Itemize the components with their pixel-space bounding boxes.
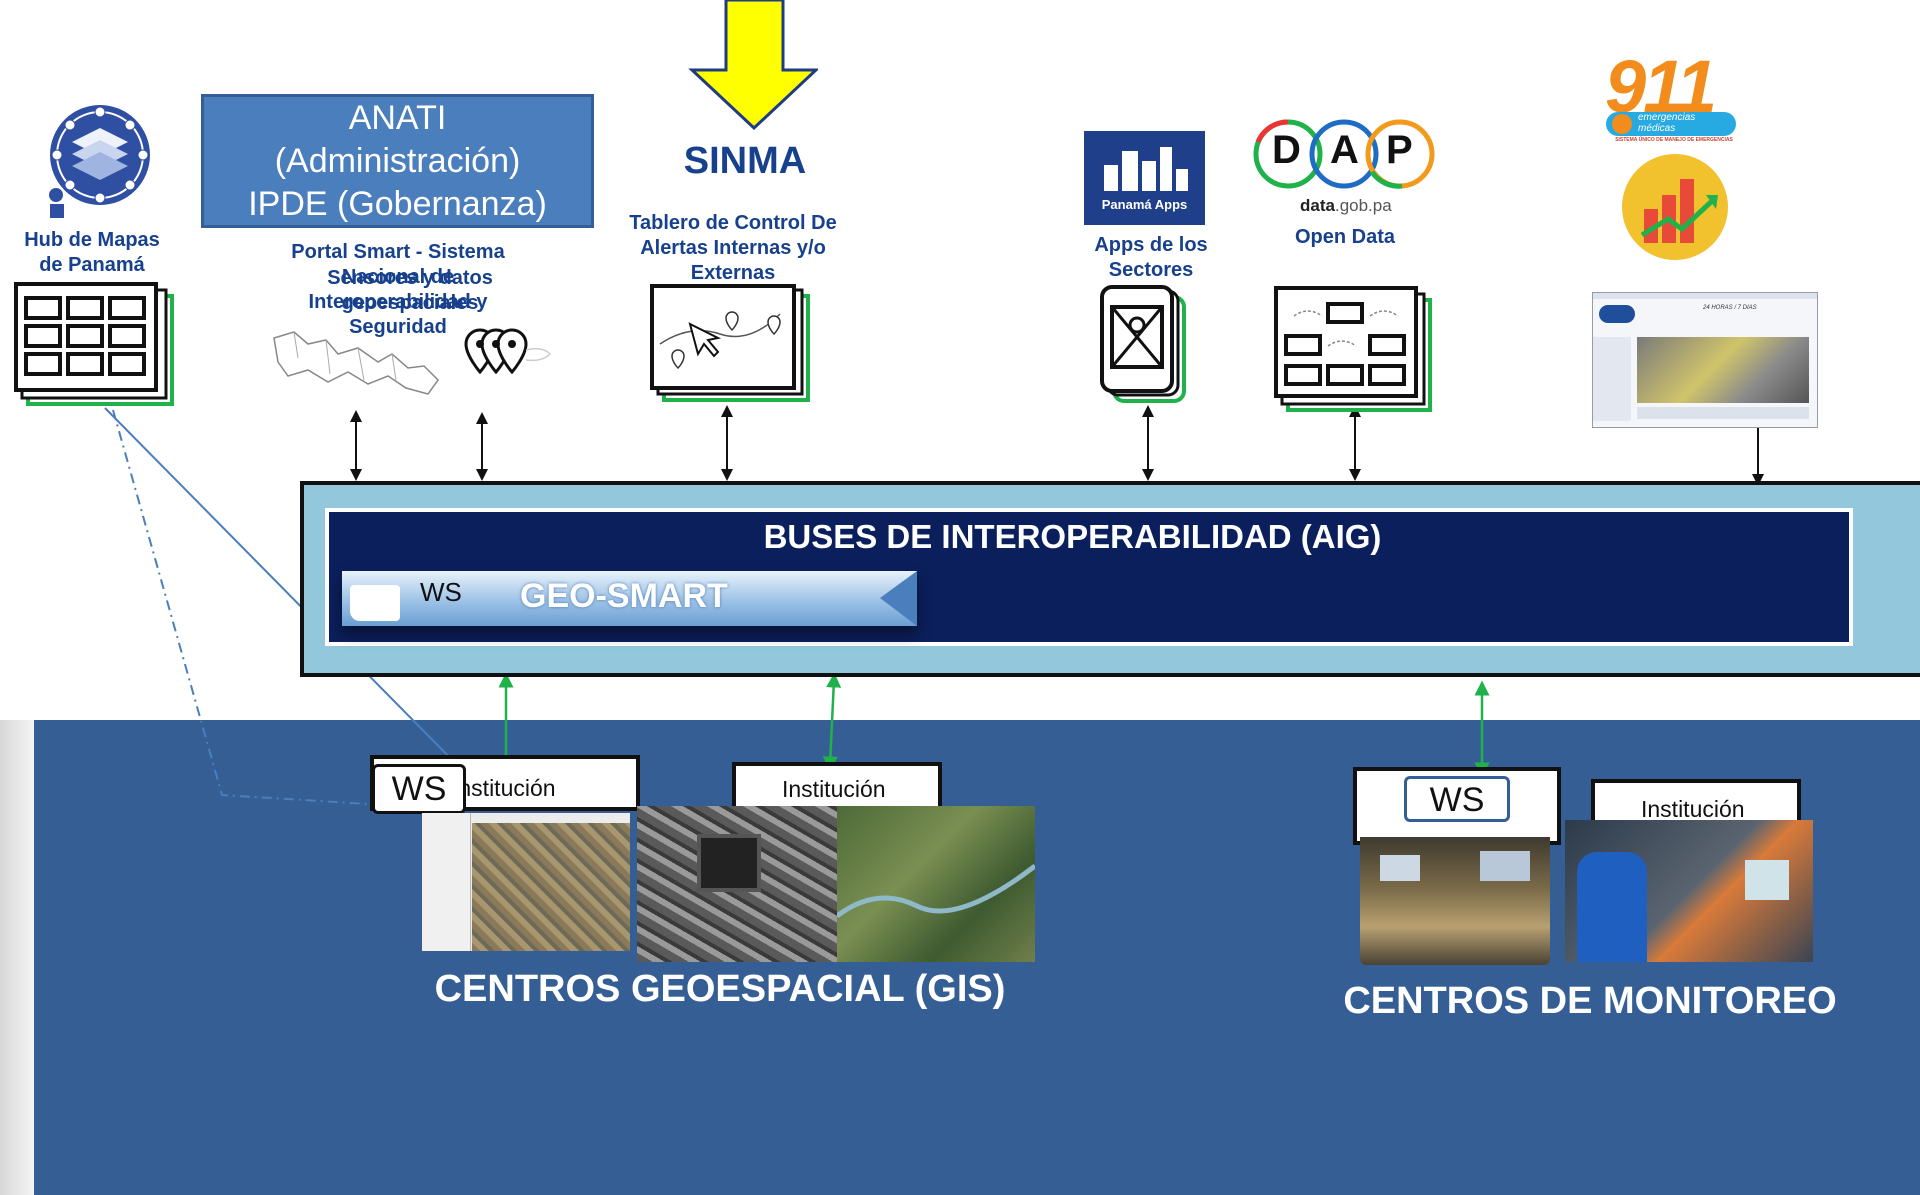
geo-smart-bar [342,571,917,626]
geo-bar-end-icon [880,571,917,626]
anati-line-3: IPDE (Gobernanza) [248,185,547,223]
site-logo-icon [1599,305,1635,323]
browser-bar [1593,293,1817,299]
panel-shadow [0,720,34,1195]
e911-sub2: médicas [1638,123,1676,134]
dap-letter-d: D [1272,128,1301,172]
monitor-institution-label: Institución [1641,796,1745,822]
bus-title: BUSES DE INTEROPERABILIDAD (AIG) [763,518,1382,555]
e911-sub: emergencias médicas [1638,112,1695,134]
opendata-label: Open Data [1294,226,1396,248]
control-room-screen-2 [1480,851,1530,881]
sinma-down-arrow [688,0,818,131]
sinma-title: SINMA [683,140,807,182]
monitor-caption: CENTROS DE MONITOREO [1343,980,1837,1022]
gis-screenshot-2 [637,806,837,962]
e911-sub1: emergencias [1638,112,1696,123]
gis-institution-label-1: Institución [452,775,556,801]
dap-rings-icon [1253,119,1435,189]
portal-smart-label: Portal Smart - Sistema Nacional de Inter… [291,241,505,338]
e911-banner: emergencias médicas [1606,112,1736,136]
operator-figure [1577,852,1647,962]
gis-layer-panel [422,813,471,951]
dap-url: data.gob.pa [1300,196,1392,216]
gis-institution-label-2: Institución [782,776,886,802]
e911-website-screenshot: 24 HORAS / 7 DIAS [1592,292,1818,428]
gis-ws-tab: WS [372,764,466,814]
anati-box: ANATI (Administración) IPDE (Gobernanza) [201,94,594,228]
gis-river-icon [837,864,1035,919]
gis-caption: CENTROS GEOESPACIAL (GIS) [434,968,1006,1010]
geo-smart-label: GEO-SMART [520,577,728,615]
hub-label: Hub de Mapas de Panamá [24,229,160,276]
bus-ws-label: WS [420,577,462,607]
gis-screenshot-3 [837,806,1035,962]
site-footer [1637,407,1809,419]
dap-url-rest: .gob.pa [1334,196,1392,215]
panama-map-icon [273,328,552,395]
monitor-screen [1745,860,1789,900]
dap-logo: D A P data.gob.pa [1248,112,1442,215]
sensors-label: Sensores y datos geoespaciales [327,267,493,314]
dap-url-bold: data [1300,196,1335,215]
opendata-dashboard-icon [1274,286,1432,412]
sinma-label: Tablero de Control De Alertas Internas y… [629,212,837,284]
gis-screenshot-1 [422,813,630,951]
site-sidebar [1593,337,1631,421]
panama-apps-logo: Panamá Apps [1084,131,1205,225]
monitor-photo-1 [1360,837,1550,965]
monitor-photo-2 [1565,820,1813,962]
apps-label: Apps de los Sectores [1094,234,1208,281]
hub-line-dashed [112,409,392,812]
hub-grid-icon [14,282,174,406]
dap-letter-a: A [1330,128,1359,172]
anati-line-1: ANATI [348,99,447,137]
panama-apps-logo-text: Panamá Apps [1101,197,1188,212]
dap-letter-p: P [1386,128,1413,172]
hub-line-solid [104,407,475,783]
e911-tagline: SISTEMA ÚNICO DE MANEJO DE EMERGENCIAS [1615,137,1733,143]
site-hero-photo [1637,337,1809,403]
mobile-app-icon [1100,285,1186,403]
site-banner-text: 24 HORAS / 7 DIAS [1703,305,1757,311]
gis-city-map [472,823,630,951]
e911-chart-icon [1622,154,1728,260]
sinma-map-icon [650,284,810,402]
gis-institution-box-2 [732,762,942,812]
control-room-screen [1380,855,1420,881]
arrow-gis-2 [822,672,842,772]
city-icon [1104,147,1188,191]
anati-line-2: (Administración) [274,142,521,180]
gis-video-inset [697,834,761,892]
hub-logo-icon [49,105,150,218]
e911-badge-icon [1612,114,1632,134]
monitor-ws-tab: WS [1404,776,1510,822]
ws-tab-icon [350,585,400,621]
